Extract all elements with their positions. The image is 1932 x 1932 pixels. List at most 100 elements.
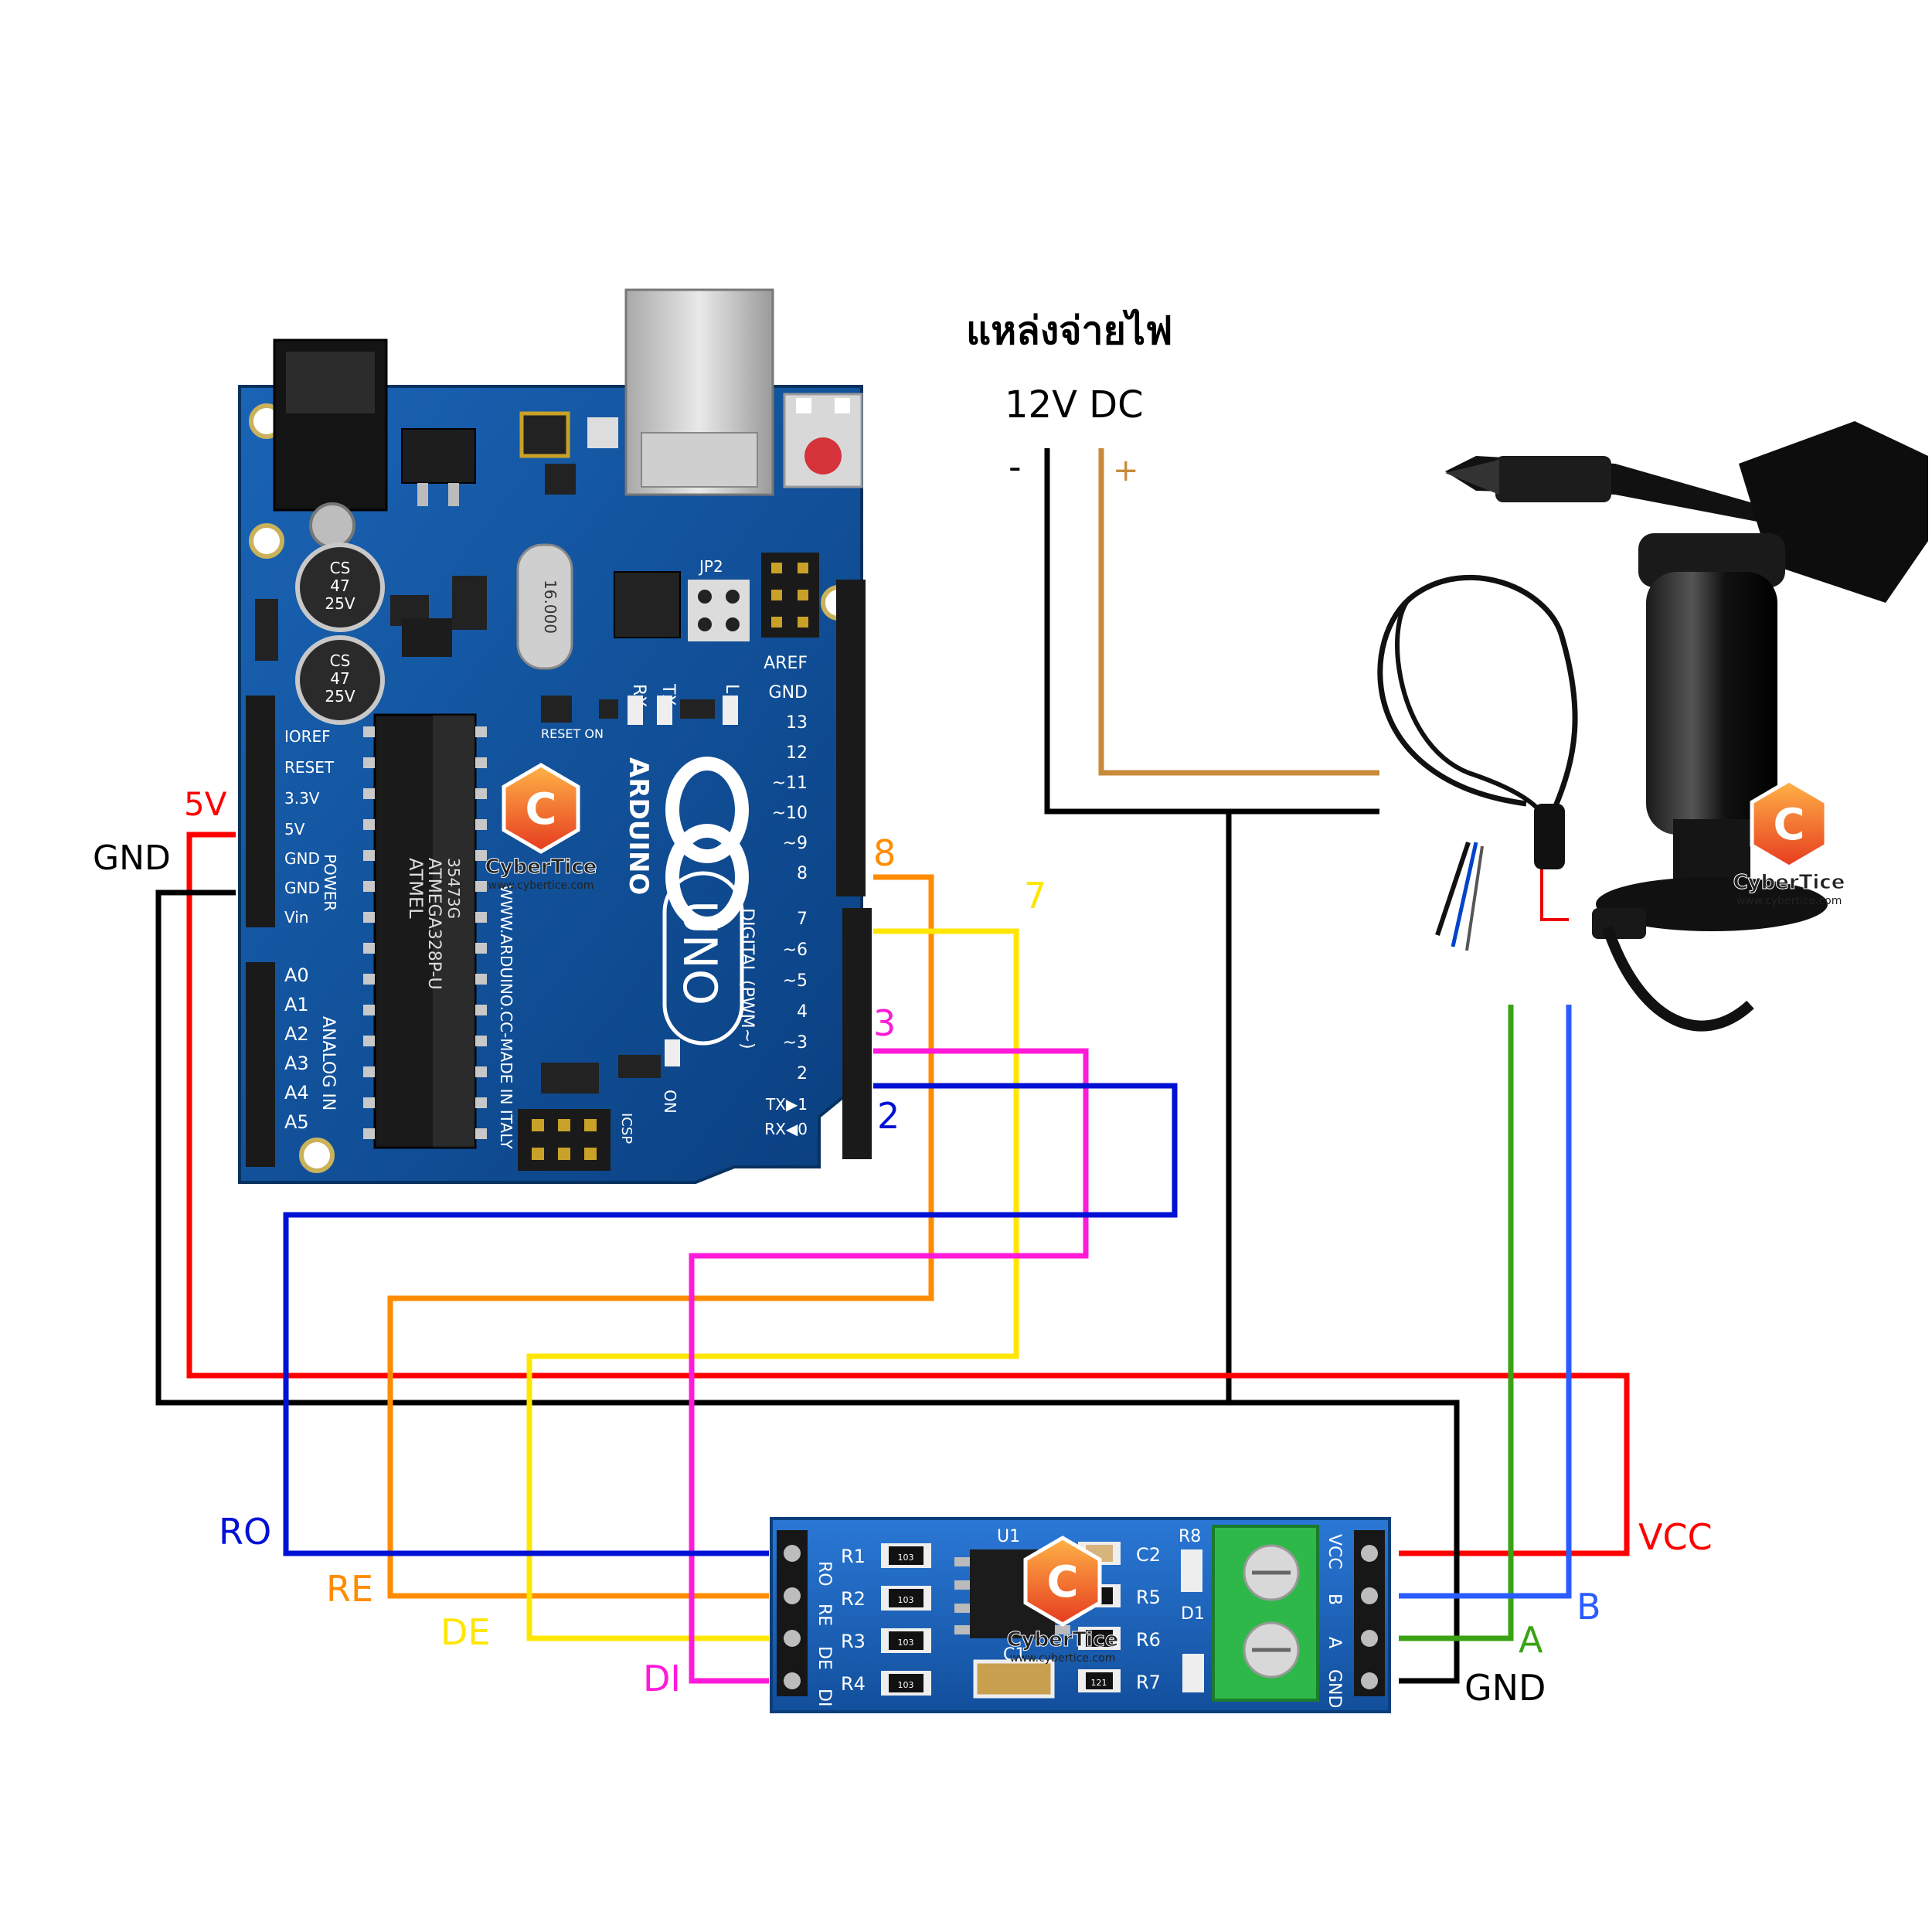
smd-code: 103 — [898, 1680, 914, 1690]
cybertice-logo-icon — [1750, 778, 1828, 869]
resistor-r8 — [1181, 1549, 1202, 1592]
analog-in-label: ANALOG IN — [318, 1016, 338, 1111]
capacitor-label-c2: C2 — [1136, 1544, 1161, 1566]
power-supply-minus: - — [1009, 446, 1022, 488]
wind-vane-tail — [1739, 421, 1928, 603]
smd-resistors-left — [881, 1543, 931, 1696]
module-pin-re: RE — [815, 1604, 834, 1626]
mounting-hole — [299, 1138, 335, 1173]
chip-code: 35473G — [444, 858, 463, 919]
capacitor-label: 47 — [330, 669, 349, 688]
d1-label: D1 — [1181, 1604, 1205, 1624]
pin-label-5: ~5 — [783, 971, 808, 991]
wire-gnd — [155, 889, 1460, 1684]
watermark-url: www.cybertice.com — [488, 879, 594, 892]
uno-label: UNO — [672, 900, 726, 1005]
labels: แหล่งจ่ายไฟ 12V DC - + 5V GND 8 7 3 2 RO… — [93, 308, 1713, 1709]
label-pin8: 8 — [873, 832, 896, 874]
pin-label-9: ~9 — [783, 834, 808, 853]
logo-letter: C — [1046, 1557, 1078, 1607]
capacitor-c1 — [973, 1659, 1055, 1699]
pin-label-reset: RESET — [284, 758, 335, 777]
label-vcc: VCC — [1638, 1516, 1713, 1558]
icsp-header-top — [761, 553, 819, 638]
pin-label-gnd: GND — [769, 683, 808, 702]
pin-label-3v3: 3.3V — [284, 789, 320, 808]
sensor-base — [1596, 877, 1828, 931]
pin-label-a1: A1 — [284, 994, 309, 1015]
reset-on-label: RESET ON — [541, 726, 604, 741]
watermark-brand: CyberTice — [1007, 1628, 1119, 1651]
pin-label-11: ~11 — [772, 774, 808, 793]
smd-code: 103 — [898, 1638, 914, 1648]
dc-power-jack — [273, 338, 388, 549]
pin-label-1: TX▶1 — [765, 1095, 808, 1114]
pin-label-aref: AREF — [764, 654, 808, 673]
resistor-label-r2: R2 — [841, 1588, 866, 1610]
wire-pin3-di — [689, 1048, 1089, 1684]
module-pin-gnd: GND — [1325, 1669, 1344, 1708]
usb-chip — [614, 571, 681, 638]
pin-label-a4: A4 — [284, 1082, 309, 1104]
wire-ps-negative — [1044, 448, 1379, 815]
jp2-label: JP2 — [698, 557, 723, 576]
label-gnd-arduino: GND — [93, 838, 171, 878]
smd-code: 103 — [898, 1553, 914, 1563]
wire-pin2-ro — [283, 1083, 1178, 1556]
pin-label-vin: Vin — [284, 908, 308, 927]
connector-pointer — [1540, 869, 1569, 921]
pin-label-a5: A5 — [284, 1111, 309, 1133]
label-pin7: 7 — [1024, 875, 1046, 917]
resistor-label-r4: R4 — [841, 1673, 866, 1695]
analog-pin-labels: A0 A1 A2 A3 A4 A5 ANALOG IN — [284, 964, 338, 1133]
arduino-logo: ARDUINO — [623, 757, 749, 930]
power-supply-title: แหล่งจ่ายไฟ — [966, 308, 1172, 353]
pin-label-7: 7 — [797, 910, 808, 929]
usb-b-connector — [624, 288, 774, 496]
wires — [155, 448, 1630, 1684]
module-pin-de: DE — [815, 1646, 834, 1670]
digital-header-bottom — [842, 908, 872, 1159]
pin-label-13: 13 — [786, 713, 808, 733]
pin-label-2: 2 — [797, 1064, 808, 1083]
diode-d1 — [1182, 1654, 1204, 1692]
label-gnd-module: GND — [1464, 1667, 1546, 1709]
resistor-label-r6: R6 — [1136, 1629, 1161, 1651]
resistor-label-r5: R5 — [1136, 1587, 1161, 1608]
wind-direction-sensor — [1377, 421, 1928, 1032]
jp2-header: JP2 — [688, 557, 750, 641]
on-label: ON — [661, 1090, 679, 1114]
label-b: B — [1577, 1586, 1601, 1628]
capacitor-label: 25V — [325, 594, 355, 613]
screw-terminal — [1212, 1525, 1319, 1702]
module-pin-ro: RO — [815, 1561, 834, 1587]
cybertice-logo-icon — [502, 763, 580, 854]
pin-label-gnd: GND — [284, 879, 320, 897]
chip-model: ATMEGA328P-U — [424, 858, 444, 990]
wire-a — [1399, 1005, 1514, 1641]
diode — [255, 599, 278, 661]
watermark-1: C CyberTice www.cybertice.com — [485, 763, 597, 892]
uno-badge: UNO — [662, 871, 744, 1046]
analog-header — [246, 962, 275, 1167]
power-supply-voltage: 12V DC — [1005, 383, 1144, 427]
label-5v: 5V — [184, 785, 227, 823]
capacitor-label: CS — [330, 651, 351, 670]
watermark-url: www.cybertice.com — [1736, 895, 1842, 907]
icsp-header-bottom — [518, 1109, 611, 1171]
power-header — [246, 696, 275, 927]
cybertice-logo-icon — [1023, 1536, 1102, 1627]
pin-label-6: ~6 — [783, 940, 808, 960]
smd-capacitor — [519, 411, 570, 458]
smd-code: 121 — [1091, 1678, 1107, 1688]
led-l-label: L — [722, 684, 741, 694]
mounting-hole — [249, 523, 284, 559]
icsp-label: ICSP — [618, 1113, 634, 1144]
label-de: DE — [440, 1611, 491, 1653]
label-ro: RO — [219, 1511, 271, 1553]
capacitor-1: CS 47 25V — [295, 543, 385, 632]
pin-label-a3: A3 — [284, 1053, 309, 1074]
pin-label-a0: A0 — [284, 964, 309, 986]
power-supply-plus: + — [1113, 453, 1139, 488]
